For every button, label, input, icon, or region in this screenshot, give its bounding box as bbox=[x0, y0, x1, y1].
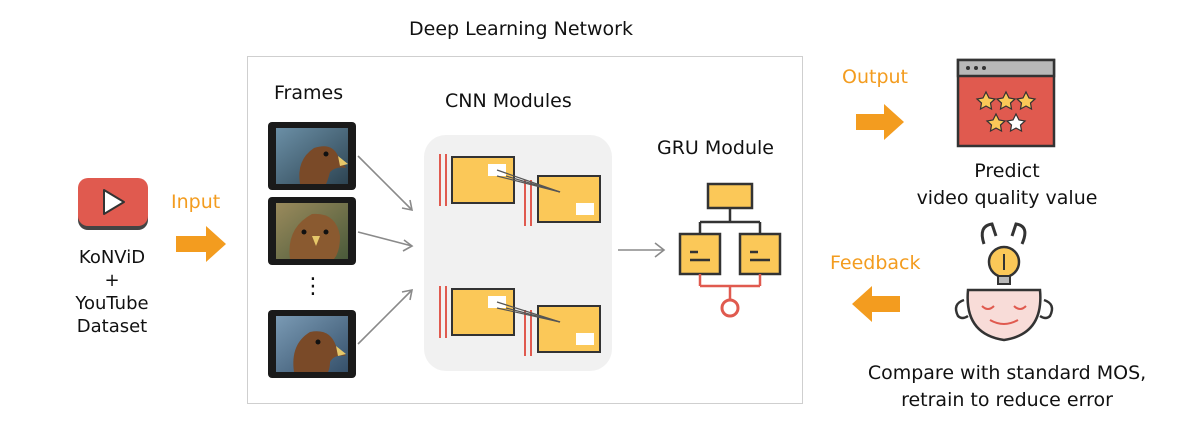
cnn-module-bottom bbox=[439, 286, 601, 356]
cnn-module-top bbox=[439, 154, 601, 226]
network-title: Deep Learning Network bbox=[409, 18, 633, 40]
predict-text: Predict video quality value bbox=[896, 158, 1118, 212]
gru-network-icon bbox=[678, 182, 782, 318]
frames-title: Frames bbox=[274, 82, 344, 104]
gru-title: GRU Module bbox=[657, 137, 774, 159]
rating-window-icon bbox=[956, 58, 1056, 148]
source-line-4: Dataset bbox=[76, 316, 148, 337]
compare-line-2: retrain to reduce error bbox=[901, 389, 1113, 411]
output-arrow-icon bbox=[856, 104, 904, 140]
youtube-play-icon bbox=[78, 178, 148, 230]
feedback-arrow-icon bbox=[852, 286, 900, 322]
cnn-to-gru-arrow bbox=[618, 242, 666, 258]
frame-thumbnail-2 bbox=[268, 197, 356, 265]
compare-text: Compare with standard MOS, retrain to re… bbox=[858, 360, 1156, 414]
predict-line-2: video quality value bbox=[916, 187, 1098, 209]
frame-thumbnail-1 bbox=[268, 122, 356, 190]
input-label: Input bbox=[171, 191, 221, 213]
thinking-head-bulb-icon bbox=[954, 222, 1054, 342]
network-box bbox=[247, 56, 803, 404]
output-label: Output bbox=[842, 66, 908, 88]
source-line-1: KoNViD bbox=[78, 247, 146, 268]
input-arrow-icon bbox=[176, 226, 226, 262]
cnn-title: CNN Modules bbox=[445, 90, 572, 112]
frame-thumbnail-3 bbox=[268, 310, 356, 378]
source-dataset-label: KoNViD + YouTube Dataset bbox=[56, 246, 168, 338]
source-line-2: + bbox=[104, 270, 120, 291]
source-line-3: YouTube bbox=[75, 293, 149, 314]
compare-line-1: Compare with standard MOS, bbox=[867, 362, 1147, 384]
frames-ellipsis: ⋮ bbox=[302, 274, 324, 299]
frames-to-cnn-arrows bbox=[357, 155, 414, 345]
feedback-label: Feedback bbox=[830, 252, 921, 274]
predict-line-1: Predict bbox=[974, 160, 1040, 182]
